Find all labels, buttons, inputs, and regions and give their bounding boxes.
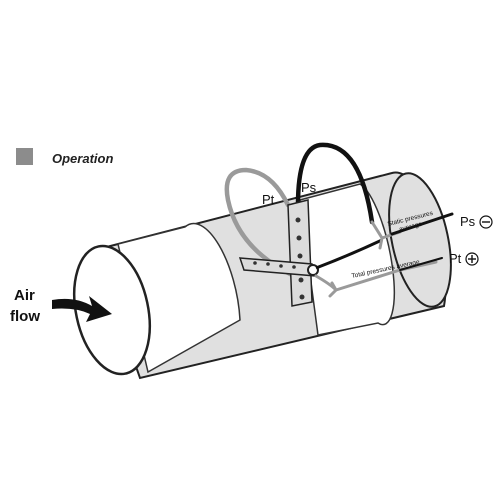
static-pressure-tube: [295, 142, 375, 225]
probe-hole: [266, 262, 270, 266]
total-outlet-tube: [399, 257, 443, 271]
probe-hub: [307, 264, 319, 276]
pt-outlet-label: Pt: [449, 251, 462, 266]
plus-circle-icon: [465, 252, 479, 266]
duct-right-cap: [388, 172, 452, 308]
air-flow-arrow-icon: [52, 296, 112, 322]
probe-hole: [253, 261, 257, 265]
probe-hole: [295, 217, 301, 223]
legend-label: Operation: [52, 151, 114, 166]
vertical-probe-bar: [287, 199, 313, 307]
static-average-tube: [315, 238, 383, 270]
probe-hole: [297, 253, 303, 259]
air-label: Air: [14, 287, 35, 304]
legend-swatch: [16, 148, 33, 165]
minus-circle-icon: [479, 215, 493, 229]
ps-outlet-label: Ps: [460, 214, 476, 229]
duct-inlet-opening: [73, 244, 151, 376]
static-outlet-tube: [390, 212, 454, 236]
probe-hole: [292, 265, 296, 269]
total-junction: [328, 281, 338, 298]
probe-hole: [299, 294, 305, 300]
probe-hole: [296, 235, 302, 241]
pt-top-label: Pt: [262, 192, 275, 207]
ps-top-label: Ps: [301, 180, 317, 195]
total-pressure-tube: [224, 167, 295, 278]
flow-label: flow: [10, 308, 40, 325]
probe-hole: [298, 277, 304, 283]
probe-hole: [279, 264, 283, 268]
